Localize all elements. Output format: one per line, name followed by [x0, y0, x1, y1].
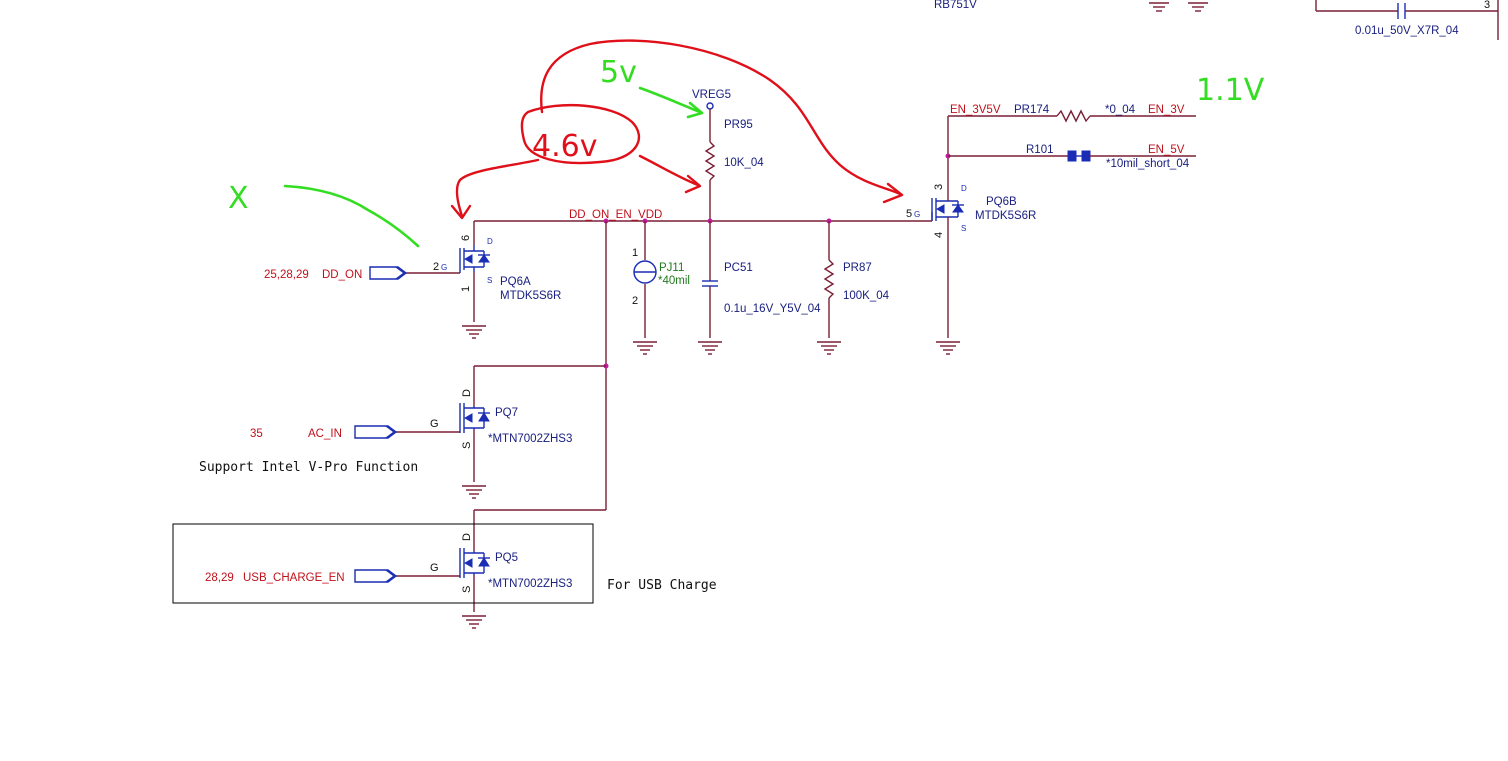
pq6a-pin-g: 2 — [433, 261, 439, 273]
annotation-1-1v: 1.1V — [1196, 73, 1265, 108]
pq6a-pin-s: 1 — [460, 286, 472, 292]
pq5-pin-g: G — [430, 562, 439, 574]
annotation-4-6v-text: 4.6v — [532, 129, 597, 164]
usb-charge-box — [172, 523, 594, 604]
ac-in-port: 35 AC_IN — [250, 425, 398, 440]
usb-charge-en-label: USB_CHARGE_EN — [243, 572, 345, 584]
dd-on-refs: 25,28,29 — [264, 269, 309, 281]
pr87-value: 100K_04 — [843, 290, 890, 302]
annotation-5v-text: 5v — [600, 55, 637, 90]
pq7-pin-d: D — [461, 389, 473, 397]
pq6b-ref: PQ6B — [986, 196, 1017, 208]
dd-on-port: 25,28,29 DD_ON — [264, 266, 408, 281]
pq6b-g-letter: G — [914, 210, 920, 219]
pq5-pin-d: D — [461, 533, 473, 541]
ac-in-refs: 35 — [250, 428, 263, 440]
pq6b-d-letter: D — [961, 184, 967, 193]
vreg5-label: VREG5 — [692, 89, 731, 101]
pr87-ref: PR87 — [843, 262, 872, 274]
pr174-value: *0_04 — [1105, 104, 1136, 116]
pr95-ref: PR95 — [724, 119, 753, 131]
pj11-pin2: 2 — [632, 295, 638, 307]
usb-charge-en-port: 28,29 USB_CHARGE_EN — [205, 569, 398, 584]
pj11-pin1: 1 — [632, 247, 638, 259]
pq5-ref: PQ5 — [495, 552, 518, 564]
ac-in-label: AC_IN — [308, 428, 342, 440]
top-ground-symbols — [1149, 2, 1208, 12]
r101-value: *10mil_short_04 — [1106, 158, 1190, 170]
en-outputs: EN_3V5V PR174 *0_04 EN_3V R101 *10mil_sh… — [945, 104, 1196, 170]
cap-value-label: 0.01u_50V_X7R_04 — [1355, 25, 1459, 37]
pq6a-value: MTDK5S6R — [500, 290, 561, 302]
pq6b-pin-g: 5 — [906, 208, 912, 220]
annotation-x: X — [228, 181, 420, 248]
pj11-value: *40mil — [658, 275, 690, 287]
annotation-x-text: X — [228, 181, 249, 216]
capacitor-pc51: PC51 0.1u_16V_Y5V_04 — [698, 221, 821, 355]
usb-note: For USB Charge — [607, 578, 717, 593]
pq7-pin-g: G — [430, 418, 439, 430]
dd-on-en-vdd-label: DD_ON_EN_VDD — [569, 209, 662, 221]
pr174-ref: PR174 — [1014, 104, 1050, 116]
mosfet-pq6a: 6 1 2 G D S PQ6A MTDK5S6R — [406, 221, 561, 339]
top-partial-area: RB751V 0.01u_50V_X7R_04 3 — [934, 0, 1499, 40]
pq6a-d-letter: D — [487, 237, 493, 246]
pq6a-g-letter: G — [441, 263, 447, 272]
en-5v-label: EN_5V — [1148, 144, 1185, 156]
pq7-value: *MTN7002ZHS3 — [488, 433, 572, 445]
mosfet-pq5: D S G PQ5 *MTN7002ZHS3 — [396, 509, 606, 629]
en-3v-label: EN_3V — [1148, 104, 1185, 116]
pq6b-pin-d: 3 — [933, 184, 945, 190]
pc51-value: 0.1u_16V_Y5V_04 — [724, 303, 821, 315]
jumper-pj11: 1 2 PJ11 *40mil — [632, 221, 690, 355]
dd-on-label: DD_ON — [322, 269, 362, 281]
pc51-ref: PC51 — [724, 262, 753, 274]
r101-ref: R101 — [1026, 144, 1054, 156]
pq6a-pin-d: 6 — [460, 235, 472, 241]
pq5-pin-s: S — [461, 586, 473, 593]
vpro-note: Support Intel V-Pro Function — [199, 460, 418, 475]
mosfet-pq7: D S G PQ7 *MTN7002ZHS3 — [396, 365, 606, 499]
pq6a-ref: PQ6A — [500, 276, 531, 288]
en-3v5v-label: EN_3V5V — [950, 104, 1001, 116]
rb751v-label: RB751V — [934, 0, 977, 11]
resistor-pr87: PR87 100K_04 — [817, 221, 890, 355]
pq5-value: *MTN7002ZHS3 — [488, 578, 572, 590]
pq7-pin-s: S — [461, 442, 473, 449]
pq6b-value: MTDK5S6R — [975, 210, 1036, 222]
pj11-ref: PJ11 — [659, 262, 684, 274]
dd-on-en-vdd-net: DD_ON_EN_VDD — [474, 209, 932, 510]
annotation-4-6v: 4.6v — [450, 39, 904, 220]
pq6b-pin-s: 4 — [933, 232, 945, 238]
annotation-5v: 5v — [600, 55, 704, 119]
pr95-value: 10K_04 — [724, 157, 764, 169]
usb-charge-en-refs: 28,29 — [205, 572, 234, 584]
annotation-1-1v-text: 1.1V — [1196, 73, 1265, 108]
pq7-ref: PQ7 — [495, 407, 518, 419]
pin3-label: 3 — [1484, 0, 1490, 11]
mosfet-pq6b: 3 4 5 G D S PQ6B MTDK5S6R — [906, 156, 1036, 355]
vreg5-rail: VREG5 PR95 10K_04 — [692, 89, 764, 221]
pq6a-s-letter: S — [487, 276, 492, 285]
pq6b-s-letter: S — [961, 224, 966, 233]
